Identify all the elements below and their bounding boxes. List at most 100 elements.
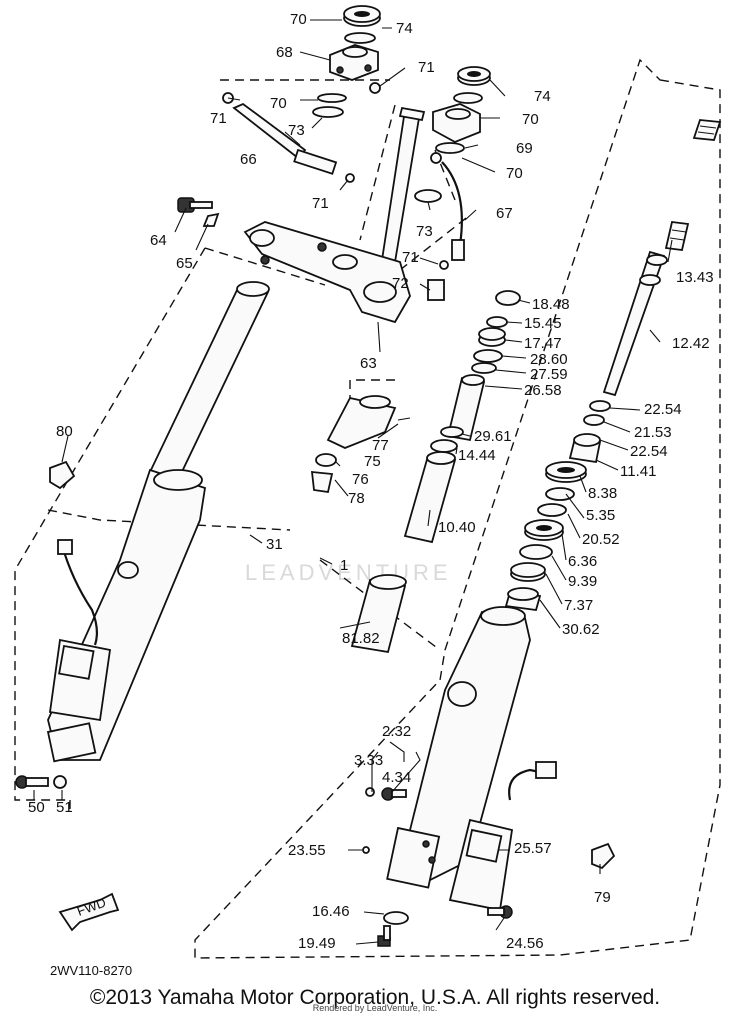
clip-5-35: [545, 487, 575, 501]
callout-label: 64: [150, 232, 167, 249]
callout-label: 29.61: [474, 428, 512, 445]
bolt-64: [177, 197, 213, 213]
left-fork-guide-frame: [14, 247, 326, 815]
washer-9-39: [519, 544, 553, 560]
callout-label: 24.56: [506, 935, 544, 952]
callout-label: 67: [496, 205, 513, 222]
callout-label: 27.59: [530, 366, 568, 383]
damper-rod-12-42: [602, 250, 668, 397]
o-ring-70-lower: [435, 142, 465, 154]
callout-label: 70: [290, 11, 307, 28]
washer-51: [53, 775, 67, 789]
o-ring-70-top: [344, 32, 376, 44]
callout-label: 9.39: [568, 573, 597, 590]
callout-label: 50: [28, 799, 45, 816]
dust-seal-81-82: [350, 574, 407, 654]
callout-label: 1: [340, 557, 348, 574]
callout-label: 22.54: [644, 401, 682, 418]
bolt-50: [15, 775, 49, 789]
callout-label: 21.53: [634, 424, 672, 441]
washer-73-left: [312, 106, 344, 118]
o-ring-15-45: [486, 316, 508, 328]
callout-label: 73: [288, 122, 305, 139]
callout-label: 30.62: [562, 621, 600, 638]
callout-label: 18.48: [532, 296, 570, 313]
washer-28-60: [473, 349, 503, 363]
callout-label: 68: [276, 44, 293, 61]
handlebar-holder-68: [329, 44, 379, 81]
callout-label: 77: [372, 437, 389, 454]
o-ring-23-55: [362, 846, 370, 854]
callout-label: 31: [266, 536, 283, 553]
brake-hose-67: [430, 152, 465, 261]
seat-27-59: [471, 362, 497, 374]
o-ring-70-right: [453, 92, 483, 104]
callout-label: 7.37: [564, 597, 593, 614]
ring-22-54-upper: [589, 400, 611, 412]
stay-75: [326, 395, 397, 449]
callout-label: 74: [396, 20, 413, 37]
o-ring-71-hose: [439, 260, 449, 270]
ring-29-61: [440, 426, 464, 438]
washer-20-52: [537, 503, 567, 517]
right-caliper: [448, 818, 514, 912]
brake-hose-66: [232, 102, 355, 183]
callout-label: 74: [534, 88, 551, 105]
grommet-76: [315, 453, 337, 467]
o-ring-71-upper: [369, 82, 381, 94]
callout-label: 65: [176, 255, 193, 272]
callout-label: 2.32: [382, 723, 411, 740]
clip-79: [591, 842, 616, 870]
callout-label: 71: [312, 195, 329, 212]
bolt-24-56: [487, 905, 513, 919]
washer-16-46: [383, 911, 409, 925]
callout-label: 19.49: [298, 935, 336, 952]
callout-label: 12.42: [672, 335, 710, 352]
washer-3-33: [365, 787, 375, 797]
callout-label: 71: [402, 249, 419, 266]
callout-label: 6.36: [568, 553, 597, 570]
forward-direction-badge: FWD: [58, 892, 120, 932]
piston-ring-21-53: [583, 414, 605, 426]
callout-label: 16.46: [312, 903, 350, 920]
callout-label: 10.40: [438, 519, 476, 536]
spacer-17-47: [478, 327, 506, 347]
dust-seal-30-62: [504, 587, 542, 611]
callout-label: 76: [352, 471, 369, 488]
callout-label: 26.58: [524, 382, 562, 399]
oil-lock-piece-11-41: [568, 433, 602, 464]
bolt-19-49: [377, 925, 391, 947]
callout-label: 14.44: [458, 447, 496, 464]
callout-label: 5.35: [586, 507, 615, 524]
callout-label: 79: [594, 889, 611, 906]
bolt-77: [397, 417, 411, 421]
callout-label: 70: [270, 95, 287, 112]
collar-26-58: [446, 374, 486, 442]
callout-label: 70: [522, 111, 539, 128]
callout-label: 13.43: [676, 269, 714, 286]
callout-label: 28.60: [530, 351, 568, 368]
callout-label: 11.41: [620, 463, 656, 480]
callout-label: 78: [348, 490, 365, 507]
callout-label: 81.82: [342, 630, 380, 647]
callout-leaders: [33, 19, 673, 945]
callout-label: 20.52: [582, 531, 620, 548]
cap-bolt-18-48: [495, 290, 521, 306]
callout-label: 51: [56, 799, 73, 816]
oil-seal-74-top: [343, 5, 381, 27]
callout-label: 75: [364, 453, 381, 470]
watermark: LEADVENTURE: [245, 560, 452, 585]
callout-label: 80: [56, 423, 73, 440]
rendered-by-note: Rendered by LeadVenture, Inc.: [312, 1003, 438, 1013]
callout-label: 17.47: [524, 335, 562, 352]
callout-label: 71: [210, 110, 227, 127]
copyright-notice: ©2013 Yamaha Motor Corporation, U.S.A. A…: [89, 986, 661, 1009]
bolt-4-34: [381, 787, 407, 801]
callout-label: 25.57: [514, 840, 552, 857]
fork-spring-13-43: [664, 119, 722, 251]
clip-80: [49, 460, 76, 490]
spring-seat-10-40: [403, 451, 457, 544]
